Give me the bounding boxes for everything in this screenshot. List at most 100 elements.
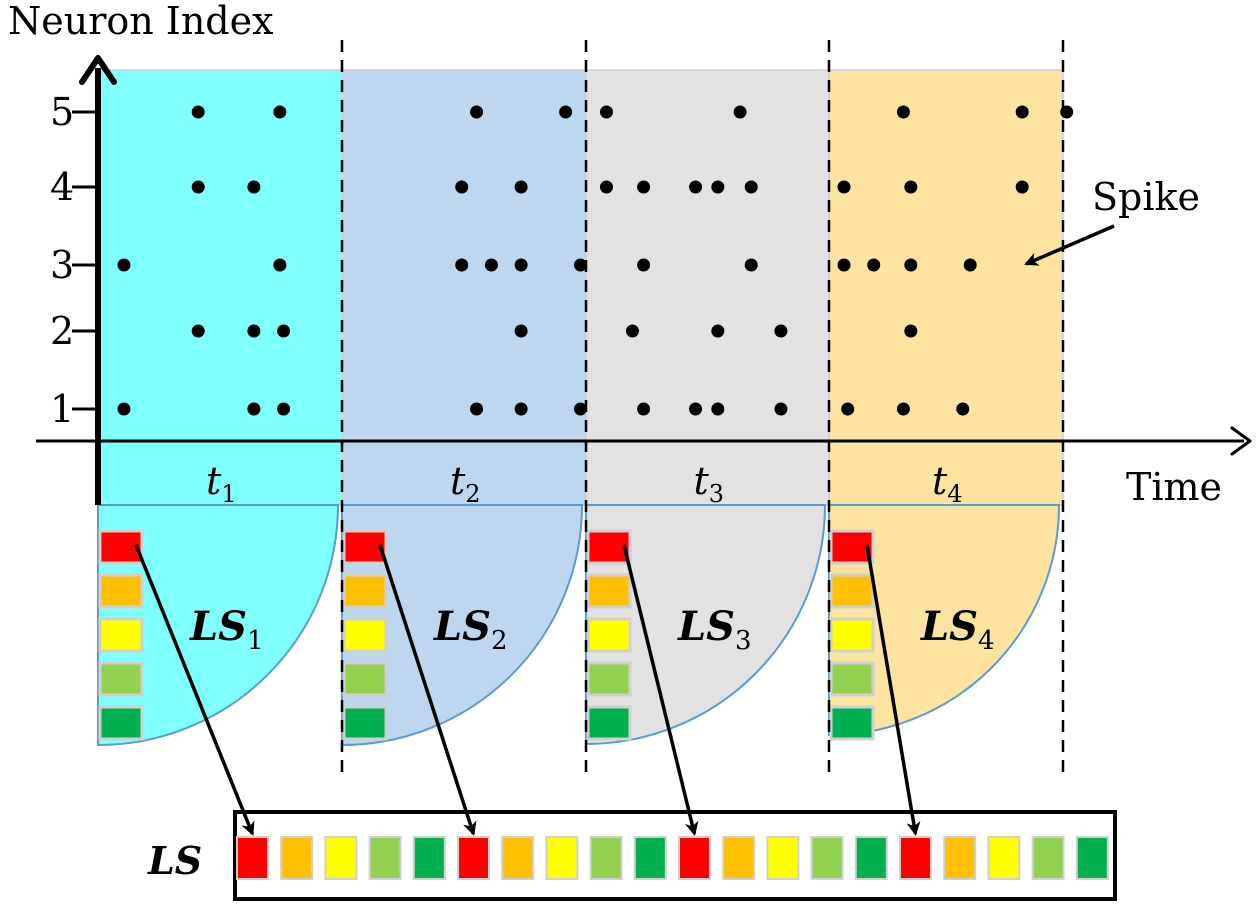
spike-dot <box>689 402 703 416</box>
spike-dot <box>733 105 747 119</box>
ls-link-arrows <box>134 544 921 836</box>
window-cell <box>586 617 632 653</box>
window-panel <box>828 69 1064 506</box>
combined-cell <box>987 836 1021 880</box>
window-cell <box>586 661 632 697</box>
combined-cell <box>457 836 490 880</box>
combined-cell <box>324 836 358 880</box>
spike-dots <box>117 105 1074 416</box>
combined-cell <box>766 836 800 880</box>
window-cell <box>586 573 632 609</box>
spike-dot <box>191 324 205 338</box>
spike-dot <box>637 402 651 416</box>
spike-dot <box>711 402 725 416</box>
x-axis-title: Time <box>1126 465 1222 509</box>
window-cell <box>98 617 144 653</box>
window-cell <box>98 705 144 741</box>
window-cell <box>829 617 875 653</box>
spike-dot <box>455 258 469 272</box>
spike-dot <box>117 402 131 416</box>
combined-cell <box>1031 836 1065 880</box>
spike-dot <box>247 402 261 416</box>
window-ls-subscript: 4 <box>978 626 995 656</box>
spike-dot <box>599 180 613 194</box>
spike-dot <box>1015 180 1029 194</box>
spike-dot <box>637 180 651 194</box>
spike-dot <box>904 180 918 194</box>
spike-dot <box>574 402 587 416</box>
spike-dot <box>277 324 291 338</box>
combined-cell <box>412 836 446 880</box>
spike-dot <box>514 324 528 338</box>
combined-cell <box>722 836 756 880</box>
window-arc <box>585 504 827 746</box>
ls-link-arrow <box>865 544 921 836</box>
time-window-subscript: 1 <box>221 480 236 508</box>
spike-annotation: Spike <box>1092 175 1200 219</box>
y-tick-label: 2 <box>50 309 74 353</box>
y-tick-label: 3 <box>50 243 74 287</box>
window-cell <box>829 705 875 741</box>
window-cell <box>342 661 388 697</box>
spike-dot <box>599 105 613 119</box>
combined-cell <box>280 836 314 880</box>
time-window-label: t2 <box>450 459 481 508</box>
window-cell <box>342 573 388 609</box>
window-ls-subscript: 2 <box>491 626 508 656</box>
combined-cell <box>589 836 623 880</box>
spike-dot <box>484 258 498 272</box>
spike-dot <box>896 105 910 119</box>
combined-cell <box>545 836 579 880</box>
window-arc <box>97 504 340 747</box>
window-cell <box>98 661 144 697</box>
spike-dot <box>273 258 287 272</box>
combined-ls-cells <box>236 836 1109 880</box>
combined-cell <box>633 836 667 880</box>
combined-cell <box>678 836 711 880</box>
spike-dot <box>574 258 587 272</box>
spike-dot <box>273 105 287 119</box>
spike-dot <box>963 258 977 272</box>
spike-dot <box>247 324 261 338</box>
window-arc <box>341 504 584 747</box>
spike-dot <box>841 402 855 416</box>
combined-cell <box>854 836 888 880</box>
spike-dot <box>625 324 639 338</box>
spike-dot <box>774 324 788 338</box>
window-cell <box>586 705 632 741</box>
spike-annotation-arrow <box>1024 224 1115 266</box>
window-cell <box>342 617 388 653</box>
time-window-subscript: 4 <box>947 480 962 508</box>
window-cell <box>829 573 875 609</box>
spike-dot <box>514 180 528 194</box>
combined-cell <box>899 836 932 880</box>
x-axis-arrowhead <box>1230 426 1252 456</box>
window-cell <box>342 705 388 741</box>
spike-dot <box>956 402 970 416</box>
combined-cell <box>810 836 844 880</box>
spike-dot <box>837 258 851 272</box>
spike-dot <box>637 258 651 272</box>
spike-dot <box>514 402 528 416</box>
spike-dot <box>689 180 703 194</box>
combined-cell <box>943 836 977 880</box>
time-window-subscript: 2 <box>465 480 480 508</box>
ls-link-arrow <box>378 544 477 836</box>
window-panel <box>97 69 343 506</box>
combined-cell <box>501 836 535 880</box>
window-boundaries <box>340 40 1065 772</box>
spike-dot <box>904 258 918 272</box>
window-panel <box>341 69 587 506</box>
time-window-panels <box>97 69 1064 747</box>
spike-dot <box>277 402 291 416</box>
spike-dot <box>744 180 758 194</box>
window-cell <box>829 661 875 697</box>
spike-dot <box>837 180 851 194</box>
spike-dot <box>896 402 910 416</box>
spike-dot <box>191 105 205 119</box>
window-cell <box>829 529 875 565</box>
window-cell <box>98 573 144 609</box>
spike-dot <box>191 180 205 194</box>
